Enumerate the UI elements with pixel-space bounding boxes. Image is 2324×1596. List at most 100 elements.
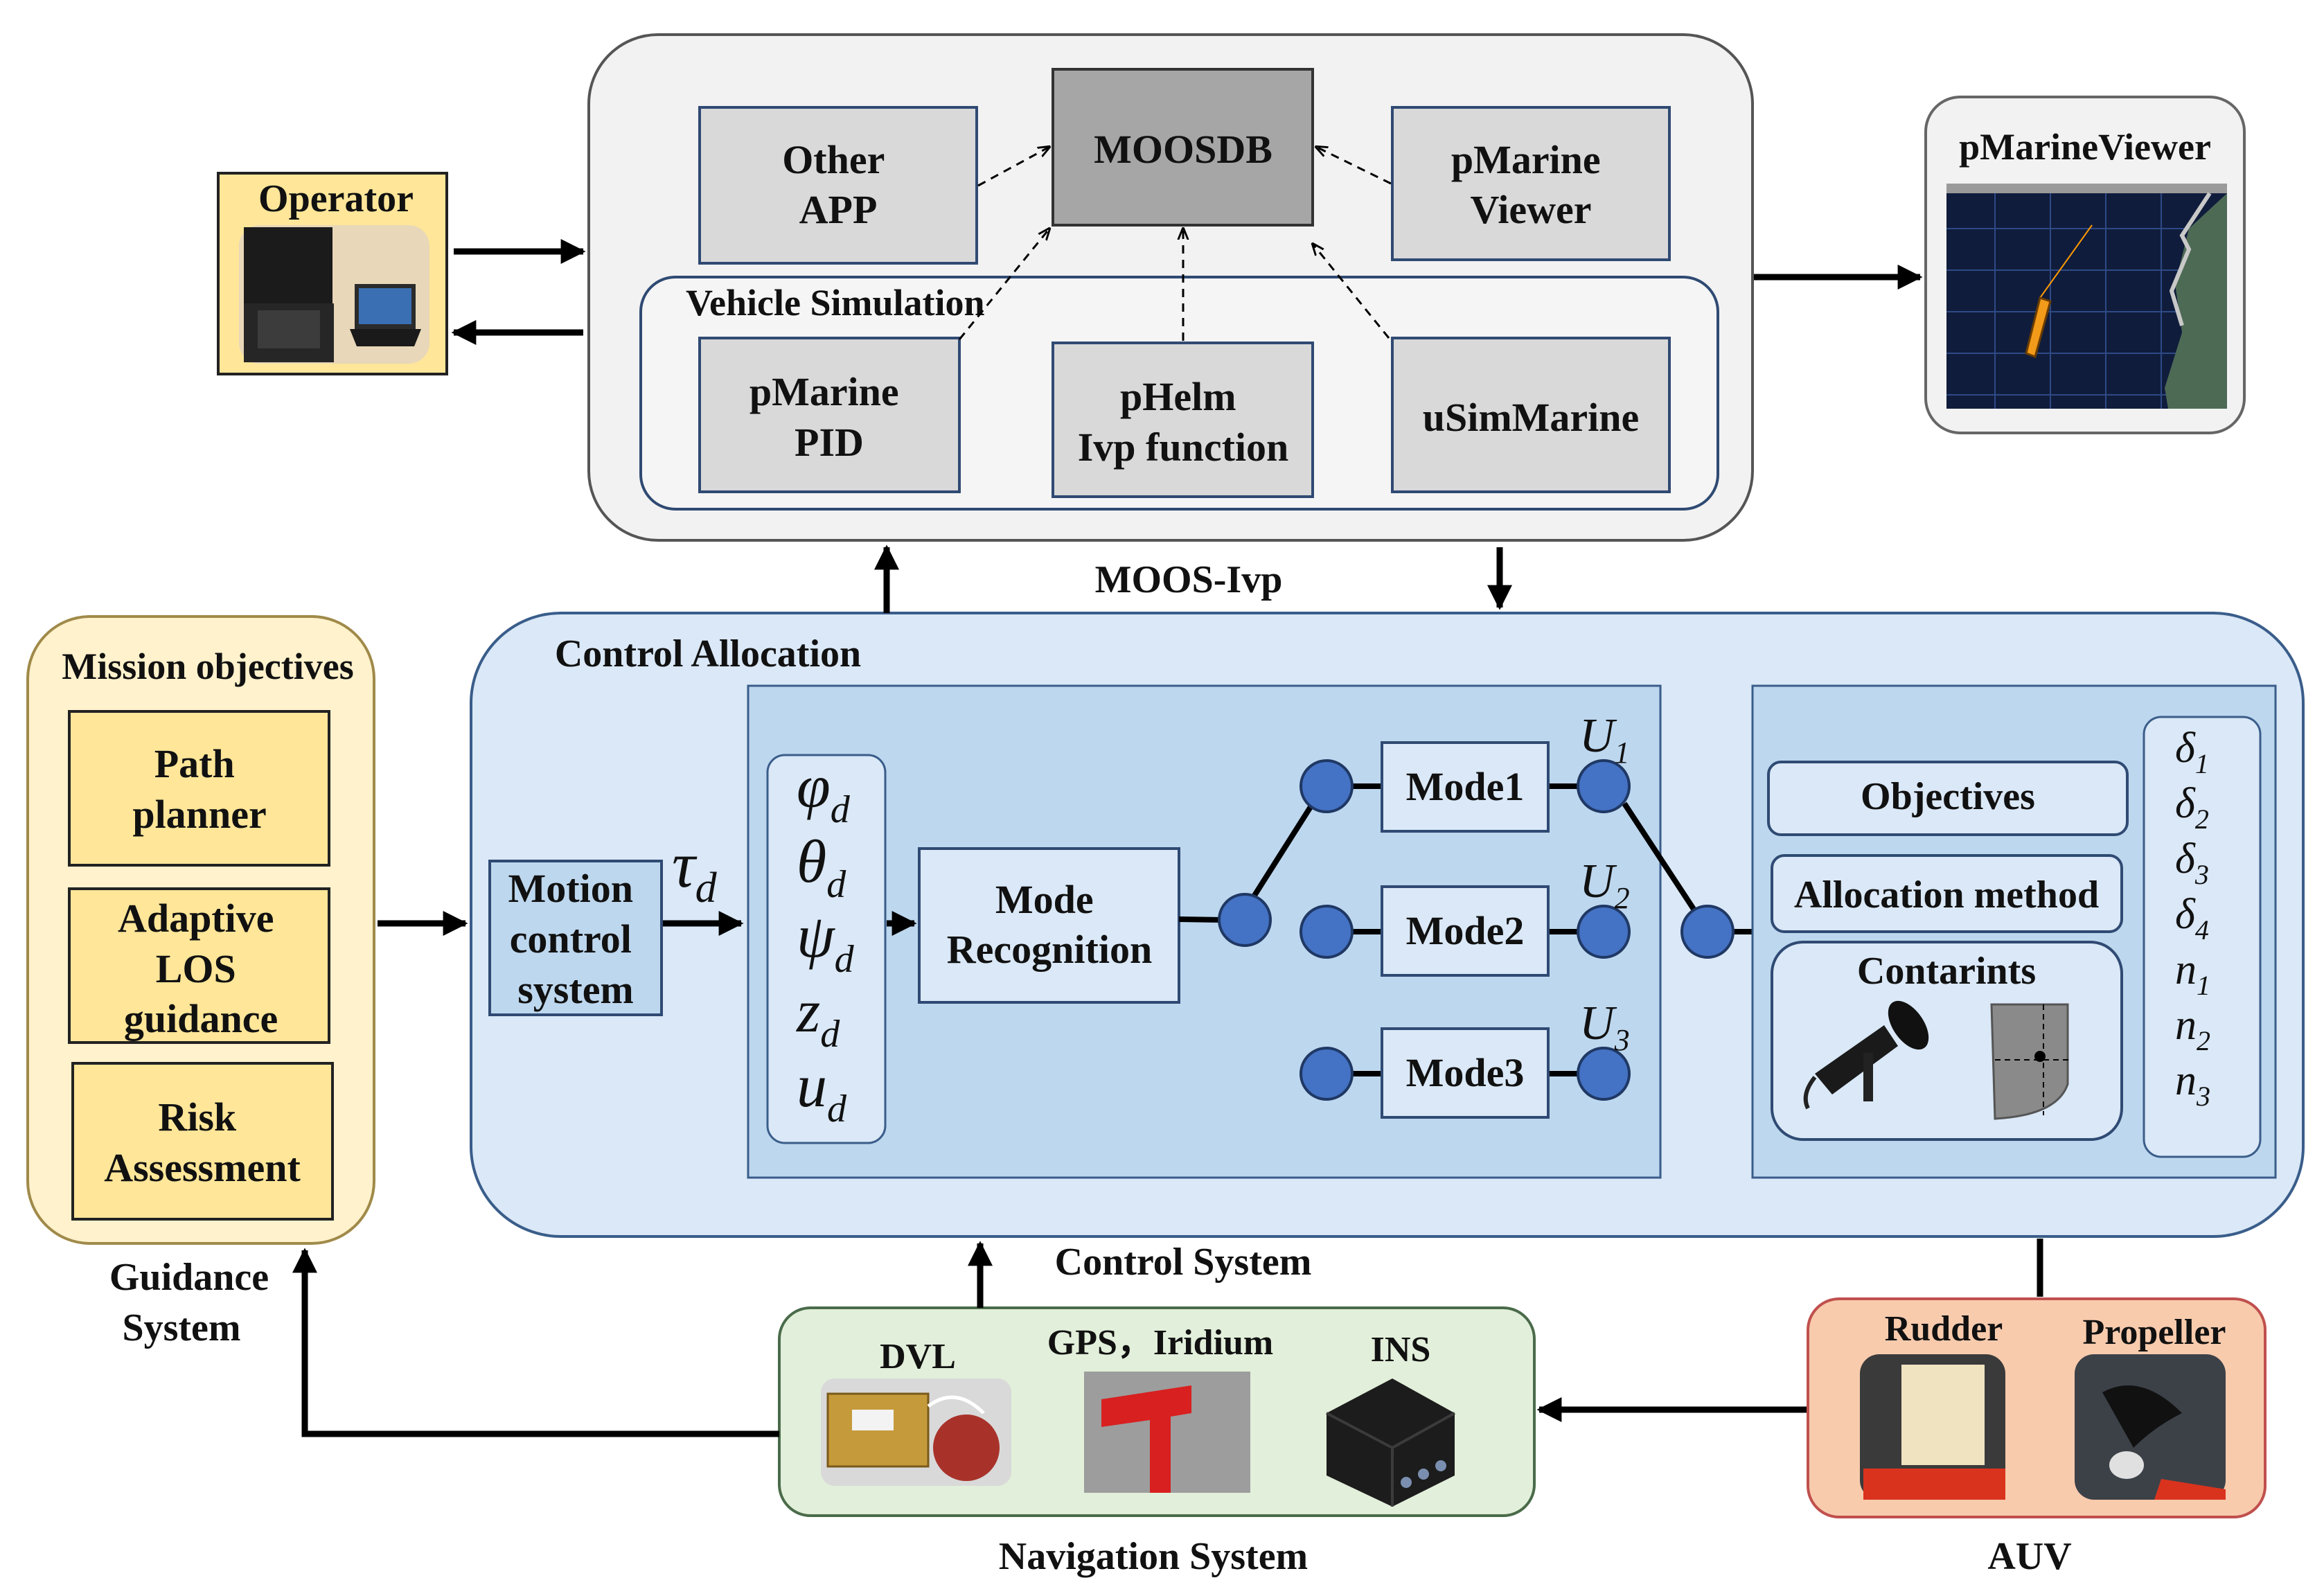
actuator-output-symbol: δ2 <box>2175 780 2209 835</box>
path-planner-line1: Path <box>154 741 235 786</box>
desired-state-symbol: φd <box>797 754 851 831</box>
adaptive-los-line3: guidance <box>124 996 278 1041</box>
svg-text:Other APP: Other APP <box>782 137 894 232</box>
allocation-method-box <box>1771 854 2123 933</box>
motion-control-line3: system <box>517 967 634 1012</box>
desired-state-symbol: θd <box>797 828 846 906</box>
other-app-line2: APP <box>799 187 878 232</box>
pmarine-pid-box <box>698 337 961 493</box>
svg-text:Risk Assessment: Risk Assessment <box>104 1094 301 1190</box>
control-system-caption: Control System <box>1055 1241 1312 1284</box>
propeller-image <box>2075 1354 2226 1500</box>
mode-recognition-line2: Recognition <box>947 927 1152 972</box>
allocation-method-label: Allocation method <box>1794 874 2099 916</box>
mode2-label: Mode2 <box>1406 908 1525 953</box>
tau-d-label: τd <box>672 829 718 912</box>
switch-node <box>1577 1047 1631 1101</box>
adaptive-los-line2: LOS <box>156 946 236 991</box>
svg-text:pHelm Ivp function: pHelm Ivp function <box>1078 374 1289 470</box>
pmarine-pid-line1: pMarine <box>749 369 899 414</box>
pmarine-viewer-line1: pMarine <box>1451 137 1601 182</box>
adaptive-los-line1: Adaptive <box>118 896 274 941</box>
auv-panel: Rudder Propeller <box>1807 1297 2267 1518</box>
thruster-image <box>1803 1000 1929 1110</box>
control-allocation-panel: Control Allocation Motion control system… <box>470 612 2305 1238</box>
moos-ivp-caption: MOOS-Ivp <box>1095 558 1283 601</box>
usimmarine-box <box>1391 337 1671 493</box>
pmarine-pid-line2: PID <box>795 420 864 465</box>
svg-text:Adaptive LOS guida: Adaptive LOS guidance <box>118 896 284 1041</box>
other-app-line1: Other <box>782 137 884 182</box>
u1-label: U1 <box>1579 709 1630 770</box>
mode-recognition-line1: Mode <box>995 877 1094 922</box>
mode2-box <box>1381 885 1550 977</box>
dvl-label: DVL <box>880 1337 956 1376</box>
mode1-box <box>1381 741 1550 833</box>
phelm-box <box>1052 342 1314 498</box>
gps-label: GPS，Iridium <box>1047 1323 1274 1363</box>
u3-label: U3 <box>1579 997 1630 1057</box>
pmarineviewer-screenshot <box>1946 184 2227 409</box>
switch-nodes <box>1218 759 1735 1101</box>
actuator-output-symbol: δ3 <box>2175 835 2209 890</box>
desired-state-symbol: ψd <box>797 903 855 981</box>
switch-node <box>1300 905 1354 959</box>
operator-panel: Operator <box>217 172 448 375</box>
ins-label: INS <box>1371 1330 1431 1369</box>
navigation-to-guidance-arrow <box>292 1248 779 1437</box>
desired-state-symbol: ud <box>797 1053 847 1130</box>
path-planner-line2: planner <box>132 792 266 837</box>
switch-node <box>1300 1047 1354 1101</box>
vehicle-simulation-label: Vehicle Simulation <box>686 282 985 323</box>
moosdb-dashed-links <box>958 147 1392 341</box>
pmarine-viewer-line2: Viewer <box>1471 187 1592 232</box>
pmarineviewer-panel: pMarineViewer <box>1924 96 2246 434</box>
flow-arrows <box>292 239 2043 1437</box>
moos-ivp-panel: Vehicle Simulation Other APP MOOSDB pMar… <box>587 33 1754 542</box>
guidance-caption-line2: System <box>122 1306 240 1349</box>
usimmarine-label: uSimMarine <box>1423 395 1640 440</box>
risk-line2: Assessment <box>104 1145 301 1190</box>
propeller-label: Propeller <box>2083 1313 2226 1352</box>
objectives-box <box>1767 761 2129 836</box>
operator-photo <box>239 225 429 364</box>
control-allocation-title: Control Allocation <box>555 632 861 675</box>
motion-control-line1: Motion <box>508 866 633 911</box>
adaptive-los-box <box>68 887 330 1044</box>
mode3-label: Mode3 <box>1406 1050 1525 1095</box>
svg-text:pMarine PID: pMarine PID <box>749 369 909 465</box>
svg-text:Path planner: Path planner <box>132 741 266 837</box>
switch-node <box>1218 893 1272 947</box>
rudder-label: Rudder <box>1885 1309 2003 1349</box>
svg-text:Guidance System: Guidance System <box>109 1256 278 1349</box>
dvl-image <box>821 1378 1011 1486</box>
phelm-line2: Ivp function <box>1078 425 1289 470</box>
operator-label: Operator <box>258 177 414 220</box>
switch-node <box>1577 759 1631 813</box>
mode3-box <box>1381 1027 1550 1119</box>
mode1-label: Mode1 <box>1406 764 1525 809</box>
actuator-output-symbol: n3 <box>2175 1057 2210 1112</box>
moosdb-label: MOOSDB <box>1094 127 1272 172</box>
svg-text:Motion control sys: Motion control system <box>508 866 644 1012</box>
mission-objectives-header: Mission objectives <box>62 646 353 687</box>
actuator-output-symbol: n1 <box>2175 946 2210 1001</box>
outputs-box <box>2143 716 2262 1158</box>
motion-control-line2: control <box>510 916 632 961</box>
actuator-output-symbol: n2 <box>2175 1002 2210 1056</box>
guidance-caption-line1: Guidance <box>109 1256 269 1299</box>
moosdb-box <box>1052 68 1314 227</box>
rudder-image <box>1860 1354 2005 1500</box>
objectives-label: Objectives <box>1861 775 2035 818</box>
path-planner-box <box>68 710 330 867</box>
actuator-output-symbol: δ1 <box>2175 725 2209 779</box>
desired-state-symbol: zd <box>796 978 840 1056</box>
constraints-label: Contarints <box>1857 950 2036 993</box>
mode-recognition-box <box>918 847 1180 1004</box>
other-app-box <box>698 106 978 265</box>
rudder-fin-image <box>1990 1003 2071 1120</box>
auv-caption: AUV <box>1987 1535 2071 1578</box>
